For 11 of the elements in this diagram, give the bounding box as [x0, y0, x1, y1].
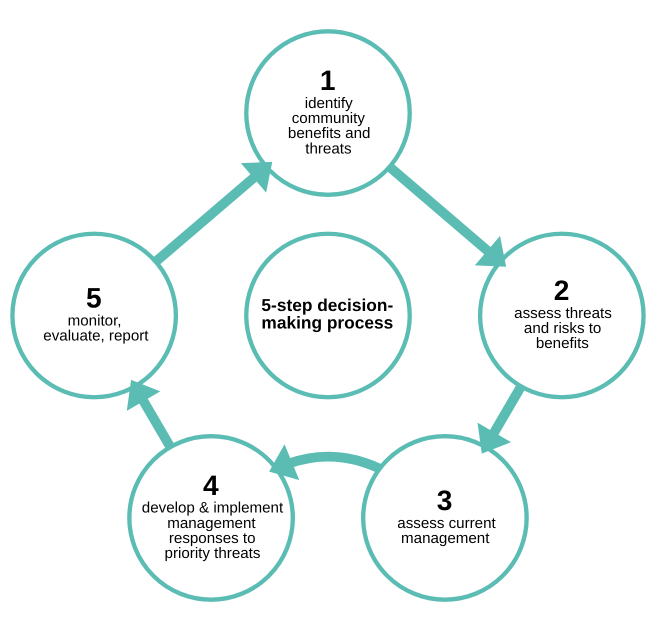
node-circle: 5 monitor, evaluate, report — [10, 232, 178, 400]
arrow — [126, 380, 174, 450]
node-circle: 1 identify community benefits and threats — [244, 29, 412, 197]
node-circle: 2 assess threats and risks to benefits — [478, 232, 646, 400]
node-circle: 4 develop & implement management responses to priority threats — [127, 434, 295, 602]
arrow — [477, 384, 526, 454]
node-circle: 5-step decision-making process — [244, 232, 412, 400]
node-circle: 3 assess current management — [361, 434, 529, 602]
arrow — [152, 162, 272, 266]
arrow — [269, 444, 382, 480]
arrow — [386, 163, 506, 267]
